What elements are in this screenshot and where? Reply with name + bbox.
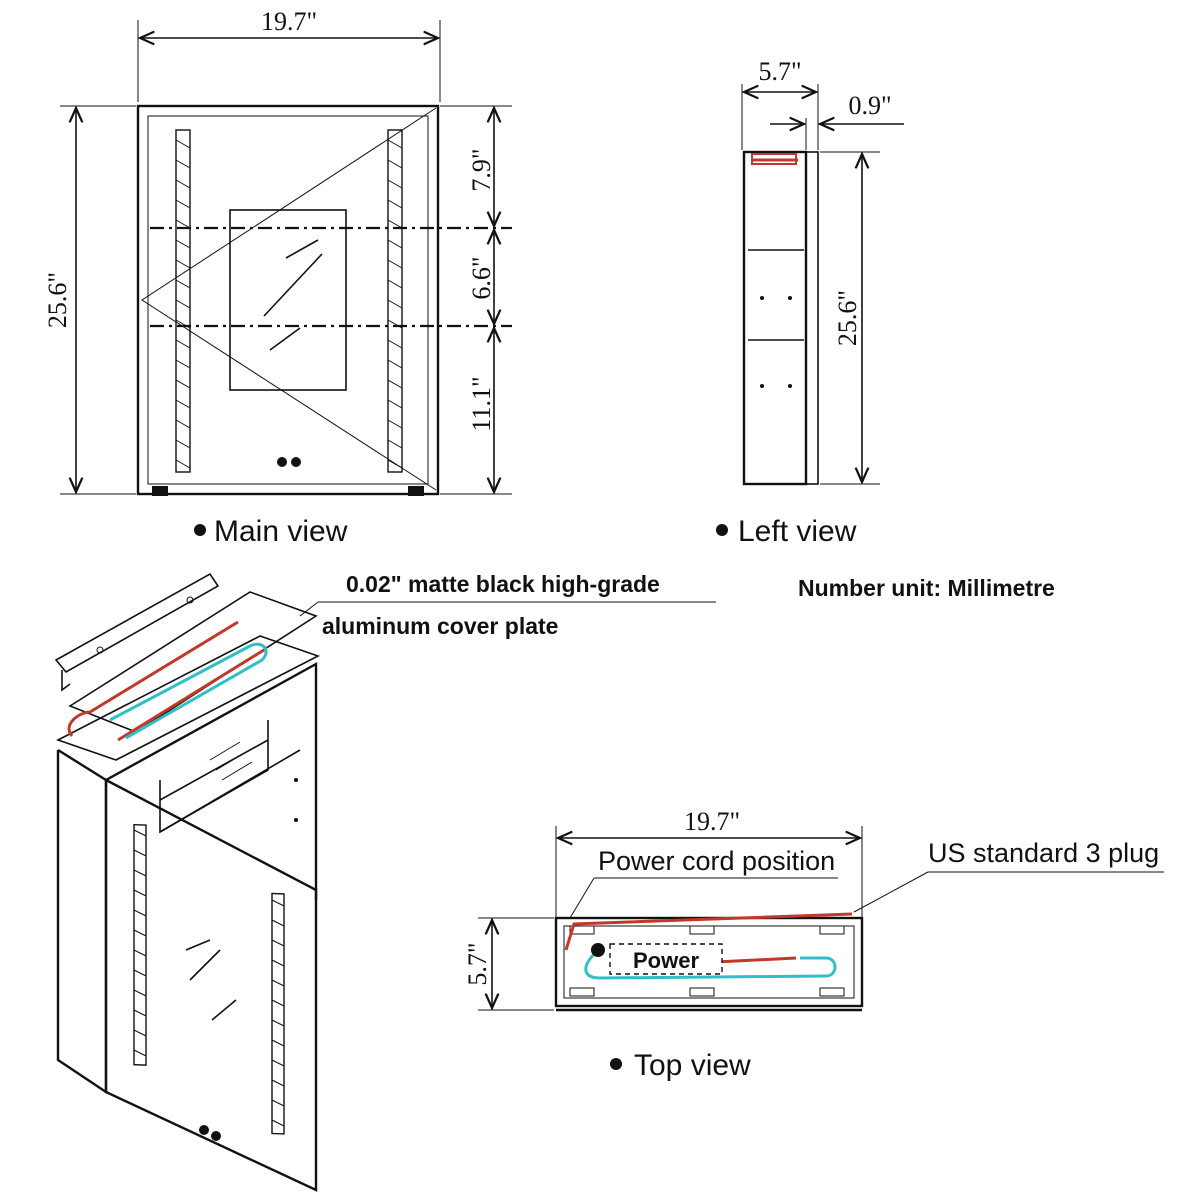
main-height-label: 25.6" [43, 272, 72, 328]
touch-button-icon [291, 457, 301, 467]
main-seg-bottom-label: 11.1" [467, 376, 496, 431]
left-height-label: 25.6" [833, 290, 862, 346]
mirror-pane [229, 209, 347, 391]
main-seg-mid-label: 6.6" [467, 256, 496, 299]
left-door-label: 0.9" [848, 91, 891, 120]
top-view: 19.7" Power cord position US standard 3 … [463, 807, 1164, 1082]
main-seg-top-label: 7.9" [467, 148, 496, 191]
left-view-caption: Left view [738, 515, 857, 548]
top-view-caption: Top view [634, 1049, 751, 1082]
touch-button-icon [277, 457, 287, 467]
bullet-icon [610, 1058, 622, 1070]
bullet-icon [194, 524, 206, 536]
unit-note: Number unit: Millimetre [798, 575, 1055, 601]
power-cord-label: Power cord position [598, 846, 835, 876]
left-depth-label: 5.7" [758, 57, 801, 86]
exploded-view [54, 572, 321, 1192]
power-cord-point-icon [591, 943, 605, 957]
main-view: 19.7" 25.6" 7.9" 6. [43, 7, 512, 548]
main-view-caption: Main view [214, 515, 348, 548]
bullet-icon [716, 524, 728, 536]
power-box-label: Power [633, 948, 699, 973]
touch-button-icon [211, 1131, 221, 1141]
left-view: 5.7" 0.9" 25.6" Left view [716, 57, 904, 548]
main-width-label: 19.7" [261, 7, 317, 36]
cover-plate-note-line2: aluminum cover plate [322, 613, 558, 639]
top-depth-label: 5.7" [463, 942, 492, 985]
top-width-label: 19.7" [684, 807, 740, 836]
plug-label: US standard 3 plug [928, 838, 1159, 868]
touch-button-icon [199, 1125, 209, 1135]
cover-plate-note-line1: 0.02" matte black high-grade [346, 571, 660, 597]
